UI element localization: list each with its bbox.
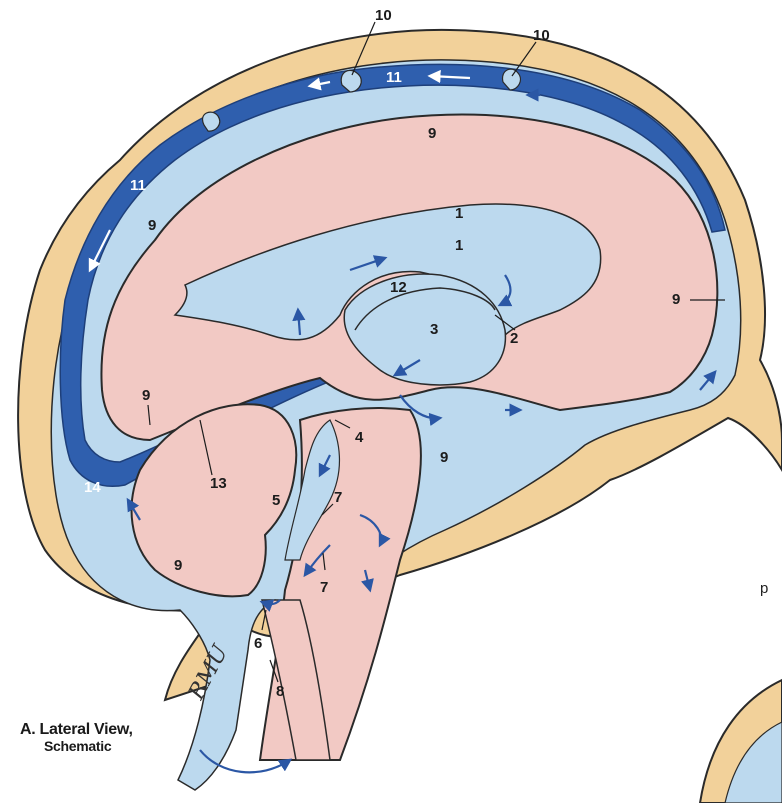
- label-14: 14: [84, 479, 101, 496]
- label-1-lower: 1: [455, 237, 463, 254]
- caption-line-2: Schematic: [20, 739, 133, 754]
- label-12: 12: [390, 279, 407, 296]
- label-1-upper: 1: [455, 205, 463, 222]
- label-11-left: 11: [130, 177, 146, 194]
- label-2: 2: [510, 330, 518, 347]
- label-9-top: 9: [428, 125, 436, 142]
- label-13: 13: [210, 475, 227, 492]
- cropped-letter: p: [760, 580, 768, 597]
- figure-caption: A. Lateral View, Schematic: [20, 722, 133, 753]
- label-7-upper: 7: [334, 489, 342, 506]
- label-4: 4: [355, 429, 364, 446]
- label-9-left: 9: [148, 217, 156, 234]
- label-9-lower-left: 9: [142, 387, 150, 404]
- label-9-cerebellum: 9: [174, 557, 182, 574]
- label-5: 5: [272, 492, 280, 509]
- label-9-right: 9: [672, 291, 680, 308]
- label-9-brainstem: 9: [440, 449, 448, 466]
- label-10-right: 10: [533, 27, 550, 44]
- label-10-left: 10: [375, 7, 392, 24]
- label-11-top: 11: [386, 69, 402, 86]
- label-6: 6: [254, 635, 262, 652]
- label-3: 3: [430, 321, 438, 338]
- caption-line-1: A. Lateral View,: [20, 722, 133, 739]
- label-7-lower: 7: [320, 579, 328, 596]
- label-8: 8: [276, 683, 284, 700]
